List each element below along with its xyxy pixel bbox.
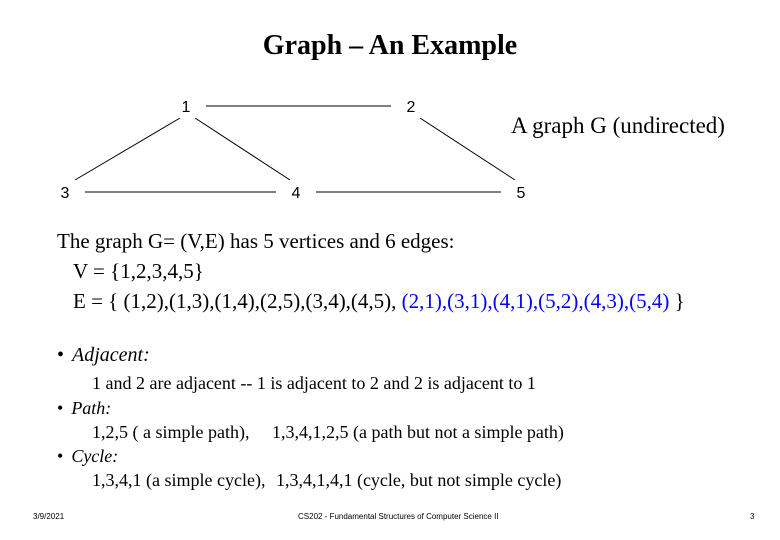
edge-2-5 bbox=[419, 117, 516, 181]
path-example-simple: 1,2,5 ( a simple path), bbox=[92, 422, 250, 442]
vertex-2-box bbox=[391, 94, 431, 118]
edge-set: E = { (1,2),(1,3),(1,4),(2,5),(3,4),(4,5… bbox=[73, 289, 685, 314]
vertex-set: V = {1,2,3,4,5} bbox=[73, 259, 204, 283]
graph-diagram: 1 2 3 4 5 bbox=[45, 94, 541, 204]
path-text: 1,2,5 ( a simple path), 1,3,4,1,2,5 (a p… bbox=[92, 422, 564, 443]
cycle-text: 1,3,4,1 (a simple cycle), 1,3,4,1,4,1 (c… bbox=[92, 470, 561, 491]
intro-text: The graph G= (V,E) has 5 vertices and 6 … bbox=[57, 229, 455, 253]
path-bullet: • Path: bbox=[57, 398, 111, 419]
footer-page-number: 3 bbox=[750, 512, 755, 521]
graph-description: A graph G (undirected) bbox=[511, 113, 725, 138]
edge-set-reversed: (2,1),(3,1),(4,1),(5,2),(4,3),(5,4) bbox=[401, 289, 670, 313]
cycle-example-nonsimple: 1,3,4,1,4,1 (cycle, but not simple cycle… bbox=[275, 470, 562, 490]
vertex-3-box bbox=[45, 180, 85, 204]
edge-1-3 bbox=[74, 117, 181, 181]
vertex-3: 3 bbox=[61, 185, 70, 202]
bullet-icon: • bbox=[57, 398, 64, 418]
edge-1-4 bbox=[194, 117, 291, 181]
adjacent-bullet: • Adjacent: bbox=[57, 344, 150, 367]
vertex-4: 4 bbox=[292, 185, 301, 202]
vertex-4-box bbox=[276, 180, 316, 204]
path-example-nonsimple: 1,3,4,1,2,5 (a path but not a simple pat… bbox=[271, 422, 564, 442]
vertex-5: 5 bbox=[517, 185, 526, 202]
cycle-bullet: • Cycle: bbox=[57, 446, 118, 467]
edge-set-close: } bbox=[674, 289, 685, 313]
path-label: Path: bbox=[71, 398, 112, 418]
vertex-2: 2 bbox=[407, 99, 416, 116]
slide-title: Graph – An Example bbox=[262, 30, 518, 61]
edge-set-listed: E = { (1,2),(1,3),(1,4),(2,5),(3,4),(4,5… bbox=[73, 289, 397, 313]
bullet-icon: • bbox=[57, 344, 65, 366]
graph-vertices: 1 2 3 4 5 bbox=[45, 94, 541, 204]
vertex-5-box bbox=[501, 180, 541, 204]
footer-course: CS202 - Fundamental Structures of Comput… bbox=[298, 512, 499, 521]
vertex-1: 1 bbox=[182, 99, 191, 116]
vertex-1-box bbox=[166, 94, 206, 118]
graph-edges bbox=[74, 105, 516, 193]
cycle-label: Cycle: bbox=[71, 446, 119, 466]
adjacent-label: Adjacent: bbox=[72, 344, 150, 366]
footer-date: 3/9/2021 bbox=[33, 512, 65, 521]
adjacent-text: 1 and 2 are adjacent -- 1 is adjacent to… bbox=[92, 373, 536, 393]
bullet-icon: • bbox=[57, 446, 64, 466]
cycle-example-simple: 1,3,4,1 (a simple cycle), bbox=[92, 470, 266, 490]
